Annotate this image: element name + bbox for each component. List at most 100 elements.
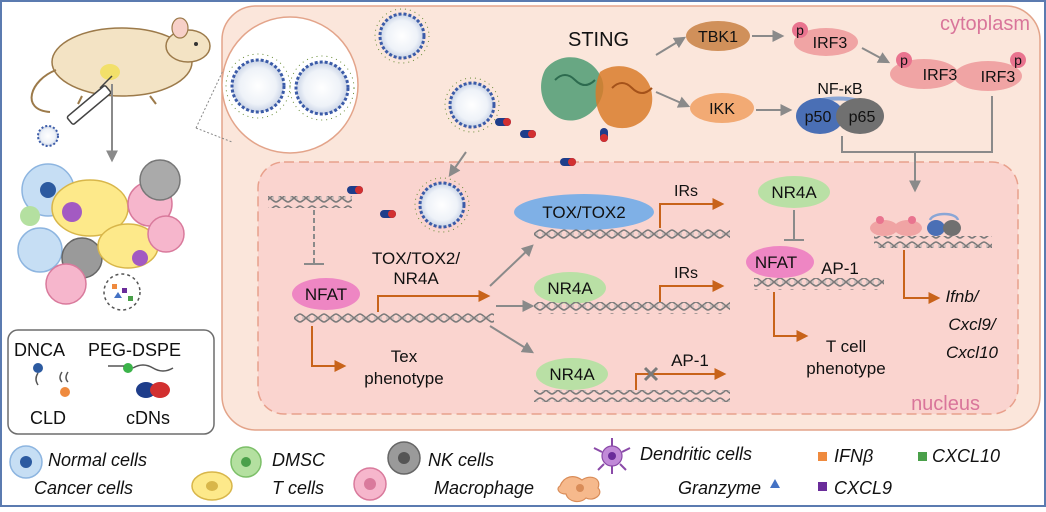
blocked-x-icon bbox=[643, 366, 659, 382]
legend-granzyme: Granzyme bbox=[678, 478, 761, 498]
phospho-marker bbox=[792, 22, 808, 38]
arrow-sting-tbk1 bbox=[655, 36, 687, 56]
legend-macrophage: Macrophage bbox=[434, 478, 534, 498]
legend-ifnb: IFNβ bbox=[834, 446, 873, 466]
tcell-phenotype-line1: T cell bbox=[826, 337, 866, 356]
legend-dendritic-cells: Dendritic cells bbox=[640, 444, 752, 464]
arrow-tex-phenotype bbox=[311, 326, 347, 372]
p65-label: p65 bbox=[849, 109, 876, 126]
nr4a-right-label: NR4A bbox=[771, 183, 817, 202]
irs-middle-label: IRs bbox=[674, 265, 698, 282]
tex-phenotype-line2: phenotype bbox=[364, 369, 443, 388]
nr4a-middle-node bbox=[534, 272, 606, 304]
irf3-label: IRF3 bbox=[813, 35, 848, 52]
tox-tox2-label: TOX/TOX2 bbox=[542, 203, 625, 222]
components-box bbox=[7, 329, 215, 435]
legend-normal-cells: Normal cells bbox=[48, 450, 147, 470]
bound-transcription-factors-icon bbox=[870, 212, 961, 236]
nanoparticle-icon bbox=[444, 77, 500, 133]
dna-strand bbox=[874, 236, 992, 248]
tex-phenotype-line1: Tex bbox=[391, 347, 418, 366]
ikk-node bbox=[690, 93, 754, 123]
arrow-branch-bottom bbox=[489, 325, 535, 354]
cdn-capsule-icon bbox=[520, 130, 536, 138]
syringe-icon bbox=[66, 75, 113, 125]
arrow-irf3-dimer bbox=[861, 47, 891, 64]
normal-cell-legend-icon bbox=[9, 445, 43, 479]
nanoparticle-icon bbox=[37, 125, 59, 147]
tumor-cluster-icon bbox=[17, 159, 185, 311]
arrow-sting-ikk bbox=[655, 91, 691, 108]
p65-node bbox=[836, 98, 884, 134]
nanoparticle-icon bbox=[414, 177, 470, 233]
phospho-marker bbox=[1010, 52, 1026, 68]
legend-dmsc: DMSC bbox=[272, 450, 326, 470]
legend-nk-cells: NK cells bbox=[428, 450, 494, 470]
dmsc-legend-icon bbox=[230, 446, 262, 478]
nfat-right-label: NFAT bbox=[755, 253, 797, 272]
phospho-label: p bbox=[1014, 52, 1022, 68]
mouse-icon bbox=[30, 17, 211, 113]
t-cell-legend-icon bbox=[353, 467, 387, 501]
phospho-label: p bbox=[796, 22, 804, 38]
nr4a-bottom-label: NR4A bbox=[549, 365, 595, 384]
legend-cxcl10: CXCL10 bbox=[932, 446, 1000, 466]
nanoparticle-icon bbox=[289, 55, 355, 121]
dnca-label: DNCA bbox=[14, 340, 65, 360]
nucleus-label: nucleus bbox=[911, 393, 980, 415]
arrow-irs-middle bbox=[659, 280, 725, 302]
nanoparticle-zoom-circle bbox=[221, 16, 359, 154]
nanoparticle-icon bbox=[374, 8, 430, 64]
dna-strand bbox=[268, 196, 352, 208]
nfat-node-right bbox=[746, 246, 814, 278]
cancer-cell-legend-icon bbox=[191, 471, 233, 501]
arrow-genes bbox=[903, 250, 941, 304]
irs-top-label: IRs bbox=[674, 183, 698, 200]
irf3-dimer-right bbox=[954, 61, 1022, 91]
dna-strand bbox=[754, 278, 884, 290]
tox-tox2-node bbox=[514, 194, 654, 230]
phospho-label: p bbox=[900, 52, 908, 68]
dna-strand bbox=[294, 312, 494, 324]
cdn-capsule-icon bbox=[347, 186, 363, 194]
legend-cxcl9: CXCL9 bbox=[834, 478, 892, 498]
cxcl10-legend-icon bbox=[918, 452, 927, 461]
dendritic-cell-legend-icon bbox=[593, 438, 631, 474]
dna-strand bbox=[534, 390, 730, 402]
arrow-into-nucleus bbox=[909, 96, 993, 193]
cdns-label: cDNs bbox=[126, 408, 170, 428]
cdn-capsule-icon bbox=[380, 210, 396, 218]
tcell-phenotype-line2: phenotype bbox=[806, 359, 885, 378]
irf3-dimer-label-right: IRF3 bbox=[981, 69, 1016, 86]
tox-nr4a-label-line2: NR4A bbox=[393, 269, 439, 288]
gene-line2: Cxcl9/ bbox=[948, 315, 998, 334]
arrow-tcell-phenotype bbox=[773, 292, 809, 342]
arrow-branch-top bbox=[489, 244, 534, 287]
phospho-marker bbox=[896, 52, 912, 68]
gene-line1: Ifnb/ bbox=[945, 287, 980, 306]
cld-icon bbox=[59, 371, 70, 397]
nfat-left-label: NFAT bbox=[305, 285, 347, 304]
peg-dspe-label: PEG-DSPE bbox=[88, 340, 181, 360]
irf3-node bbox=[794, 28, 858, 56]
nfat-node-left bbox=[292, 278, 360, 310]
gene-line3: Cxcl10 bbox=[946, 343, 999, 362]
legend-cancer-cells: Cancer cells bbox=[34, 478, 133, 498]
cdn-capsule-icon bbox=[136, 382, 170, 398]
macrophage-legend-icon bbox=[557, 476, 601, 503]
ap1-right-label: AP-1 bbox=[821, 259, 859, 278]
dnca-icon bbox=[33, 363, 43, 386]
nr4a-middle-label: NR4A bbox=[547, 279, 593, 298]
ikk-label: IKK bbox=[709, 101, 735, 118]
p50-node bbox=[796, 98, 844, 134]
arrow-tox-transcription bbox=[377, 290, 491, 312]
tox-nr4a-label-line1: TOX/TOX2/ bbox=[372, 249, 460, 268]
cld-label: CLD bbox=[30, 408, 66, 428]
tbk1-node bbox=[686, 21, 750, 51]
granzyme-legend-icon bbox=[770, 479, 780, 488]
sting-protein-icon bbox=[541, 57, 653, 129]
arrow-nfkb-path bbox=[841, 136, 915, 153]
cytoplasm-label: cytoplasm bbox=[940, 13, 1030, 35]
